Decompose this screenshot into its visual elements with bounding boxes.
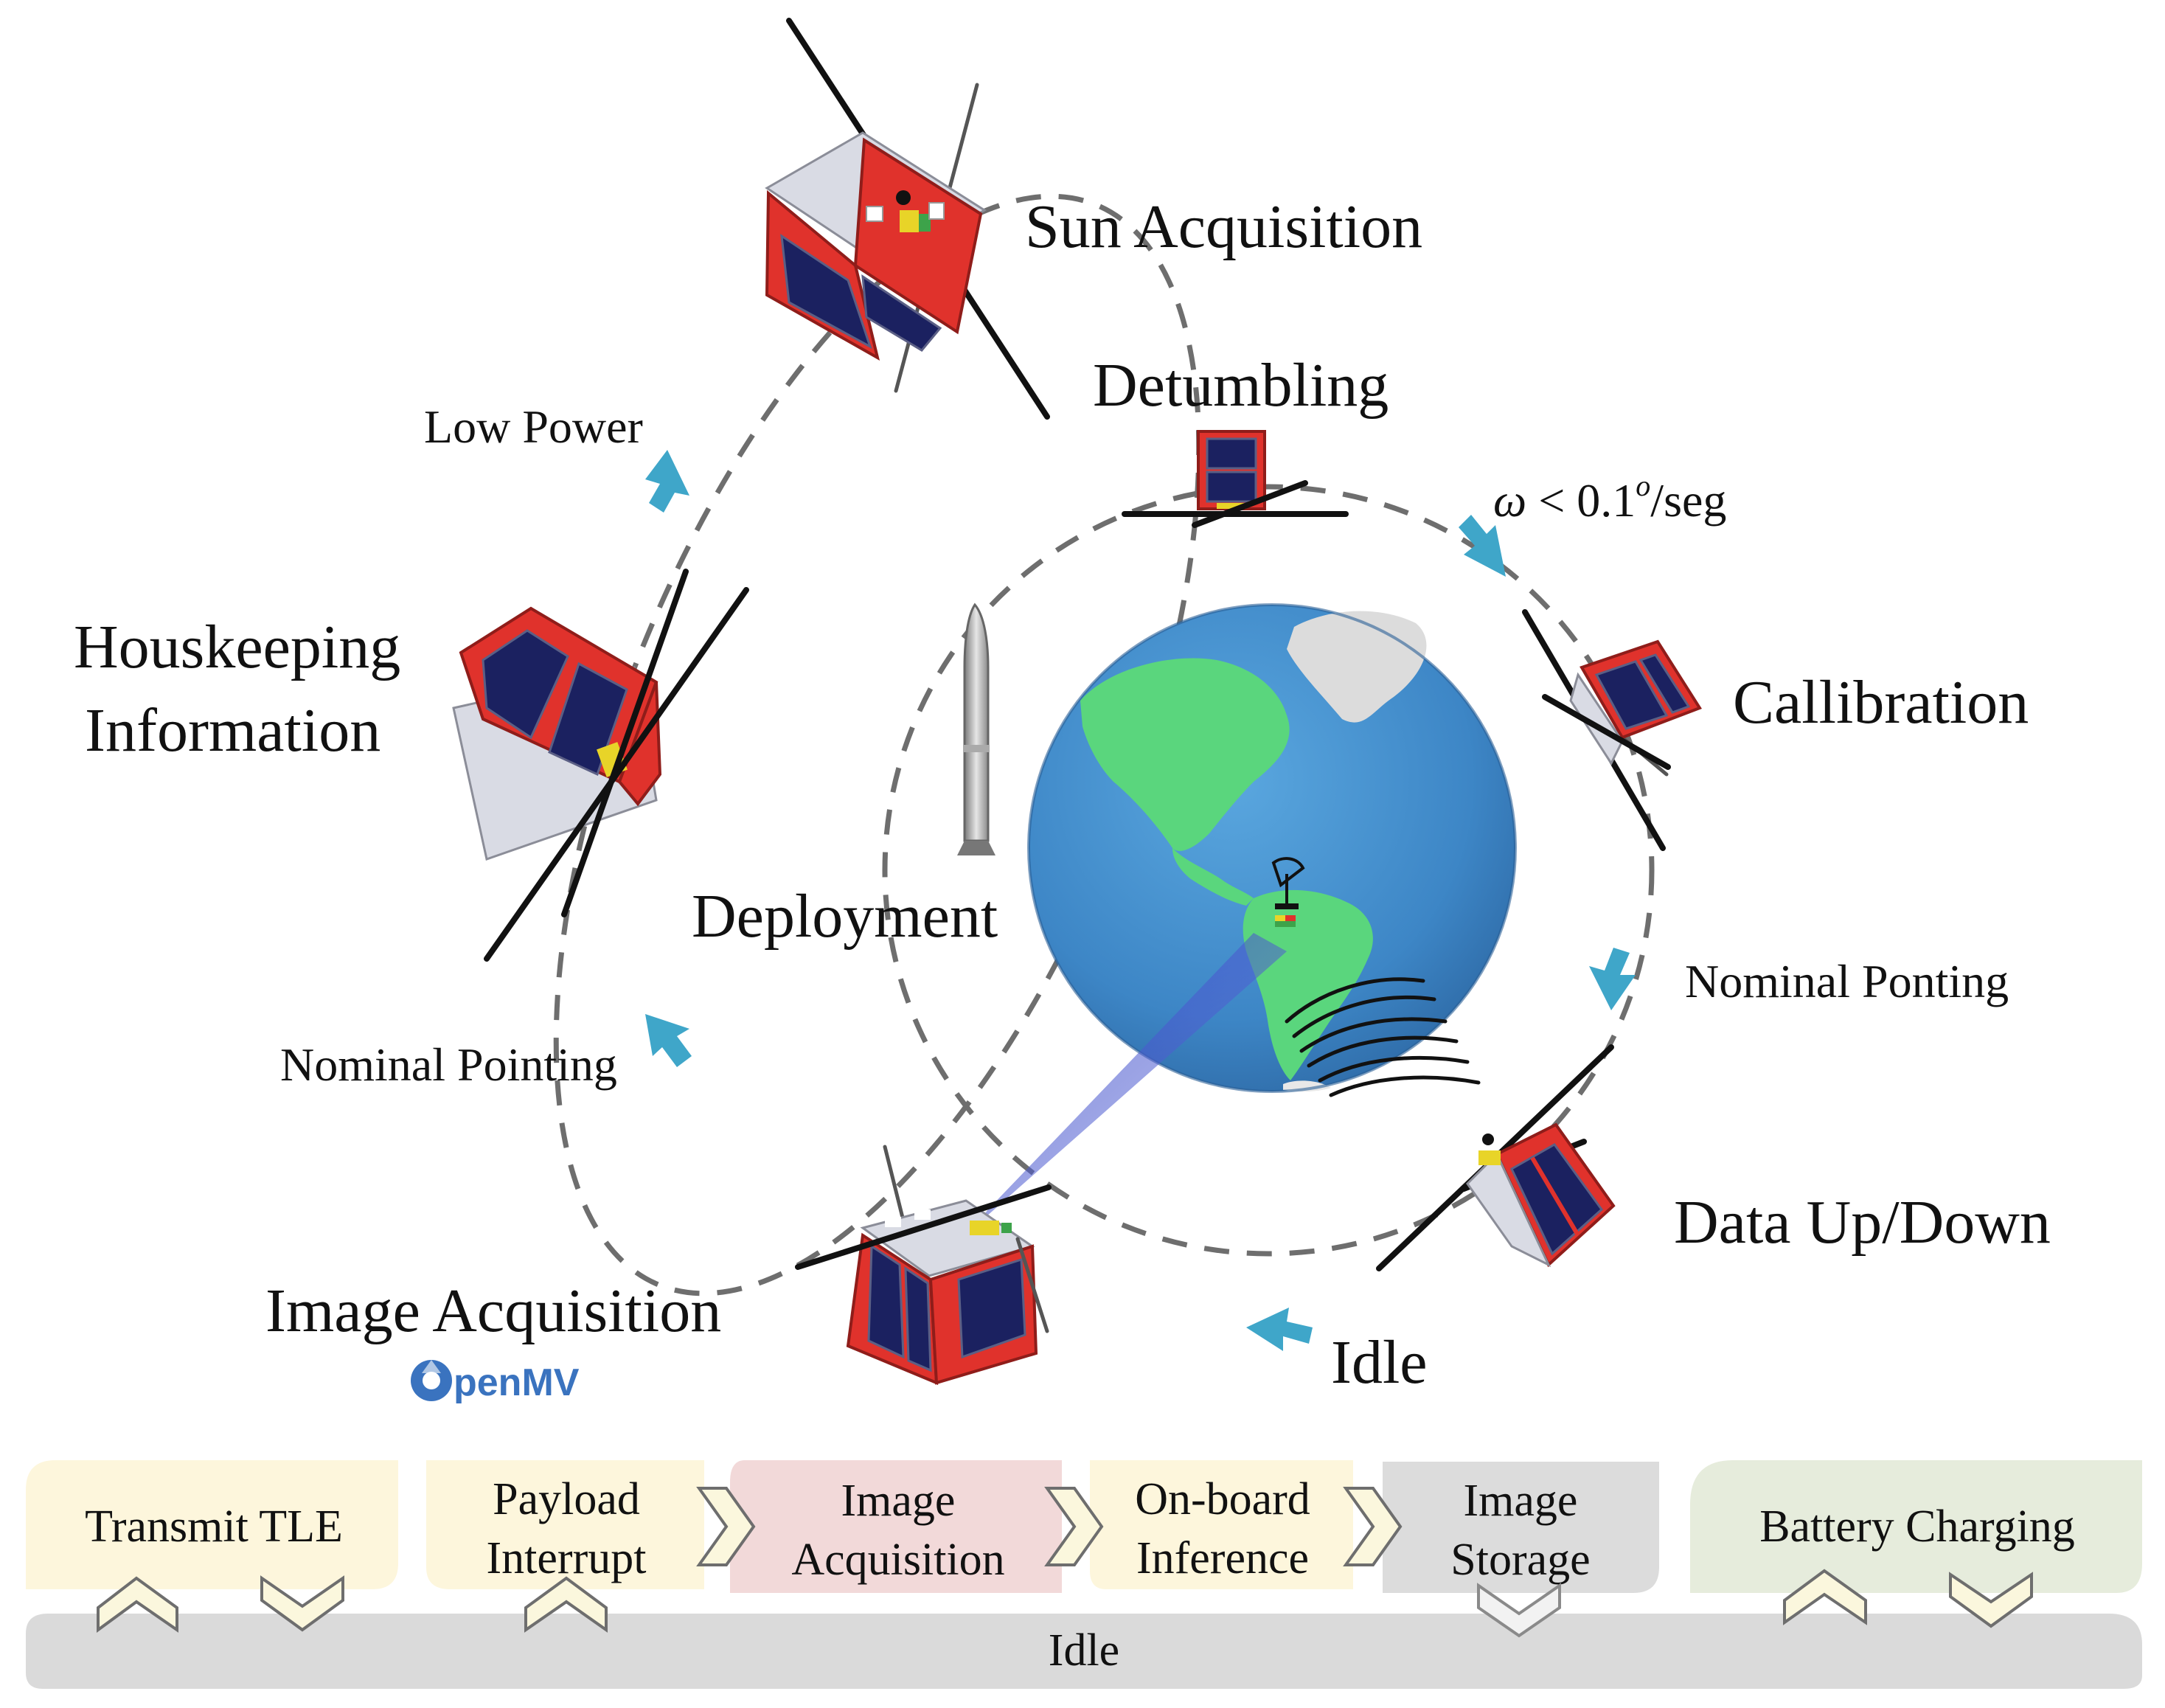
label-idle-transition: Idle xyxy=(1331,1328,1428,1397)
label-omega-condition: ω < 0.1o/seg xyxy=(1493,469,1726,527)
omega-unit: /seg xyxy=(1650,474,1726,527)
box-image-acquisition xyxy=(730,1460,1062,1593)
label-detumbling: Detumbling xyxy=(1093,351,1389,420)
chevron-up-icon xyxy=(1783,1569,1867,1625)
label-nominal-ponting: Nominal Ponting xyxy=(1685,955,2009,1007)
cubesat-housekeeping xyxy=(452,569,749,962)
box-transmit-tle xyxy=(26,1460,398,1589)
label-nominal-pointing: Nominal Pointing xyxy=(280,1038,617,1091)
box-onboard-inference-line2: Inference xyxy=(1136,1533,1309,1583)
box-payload-interrupt-line2: Interrupt xyxy=(487,1533,647,1583)
ground-station-icon xyxy=(1271,857,1305,927)
openmv-logo-text: penMV xyxy=(453,1361,580,1404)
chevron-up-icon xyxy=(97,1576,178,1633)
cubesat-calibration xyxy=(1522,609,1702,851)
arrow-omega xyxy=(1459,515,1506,577)
transition-arrows xyxy=(645,450,1636,1351)
arrow-low-power xyxy=(645,450,689,513)
label-housekeeping-line2: Information xyxy=(85,696,380,765)
box-onboard-inference-line1: On-board xyxy=(1135,1474,1310,1524)
label-housekeeping-line1: Houskeeping xyxy=(74,613,400,681)
label-image-acquisition: Image Acquisition xyxy=(265,1277,721,1345)
cubesat-data-updown xyxy=(1376,1044,1616,1271)
box-image-acquisition-line1: Image xyxy=(841,1476,956,1526)
radio-waves-icon xyxy=(1285,977,1481,1097)
chevron-right-icon xyxy=(696,1487,756,1566)
box-onboard-inference xyxy=(1090,1460,1353,1589)
chevron-right-icon xyxy=(1343,1487,1403,1566)
label-sun-acquisition: Sun Acquisition xyxy=(1025,192,1422,261)
chevron-up-icon xyxy=(524,1576,608,1633)
box-battery-charging xyxy=(1690,1460,2142,1593)
box-battery-charging-label: Battery Charging xyxy=(1759,1502,2075,1552)
cubesat-image-acquisition xyxy=(795,1145,1052,1386)
box-payload-interrupt xyxy=(426,1460,704,1589)
idle-chevrons xyxy=(97,1569,2033,1638)
inner-orbit xyxy=(882,484,1655,1257)
box-image-acquisition-line2: Acquisition xyxy=(791,1535,1004,1585)
idle-bar-label: Idle xyxy=(1049,1625,1119,1676)
chevron-right-icon xyxy=(1044,1487,1104,1566)
arrow-nominal-ponting xyxy=(1589,948,1636,1010)
chevron-down-icon xyxy=(1949,1572,2033,1628)
label-deployment: Deployment xyxy=(692,882,998,951)
cubesat-detumbling xyxy=(1122,430,1349,528)
earth xyxy=(1027,603,1517,1093)
label-low-power: Low Power xyxy=(424,400,643,453)
camera-beam xyxy=(973,933,1287,1228)
idle-bar xyxy=(26,1614,2142,1689)
flow-chevrons xyxy=(696,1487,1403,1566)
omega-threshold: < 0.1 xyxy=(1526,474,1636,527)
box-transmit-tle-label: Transmit TLE xyxy=(85,1502,343,1552)
chevron-down-icon xyxy=(260,1575,344,1632)
cubesat-sun-acquisition xyxy=(765,18,1050,420)
omega-symbol: ω xyxy=(1493,474,1526,527)
box-image-storage xyxy=(1383,1462,1659,1593)
box-image-storage-line2: Storage xyxy=(1450,1535,1590,1585)
arrow-nominal-pointing xyxy=(645,1014,692,1067)
label-data-updown: Data Up/Down xyxy=(1674,1188,2051,1257)
rocket-icon xyxy=(957,603,995,855)
arrow-idle xyxy=(1246,1308,1313,1351)
label-calibration: Callibration xyxy=(1733,668,2029,737)
box-payload-interrupt-line1: Payload xyxy=(493,1474,640,1524)
omega-degree: o xyxy=(1636,469,1650,502)
openmv-logo: penMV xyxy=(411,1360,580,1404)
box-image-storage-line1: Image xyxy=(1464,1476,1578,1526)
chevron-down-icon xyxy=(1477,1583,1561,1638)
